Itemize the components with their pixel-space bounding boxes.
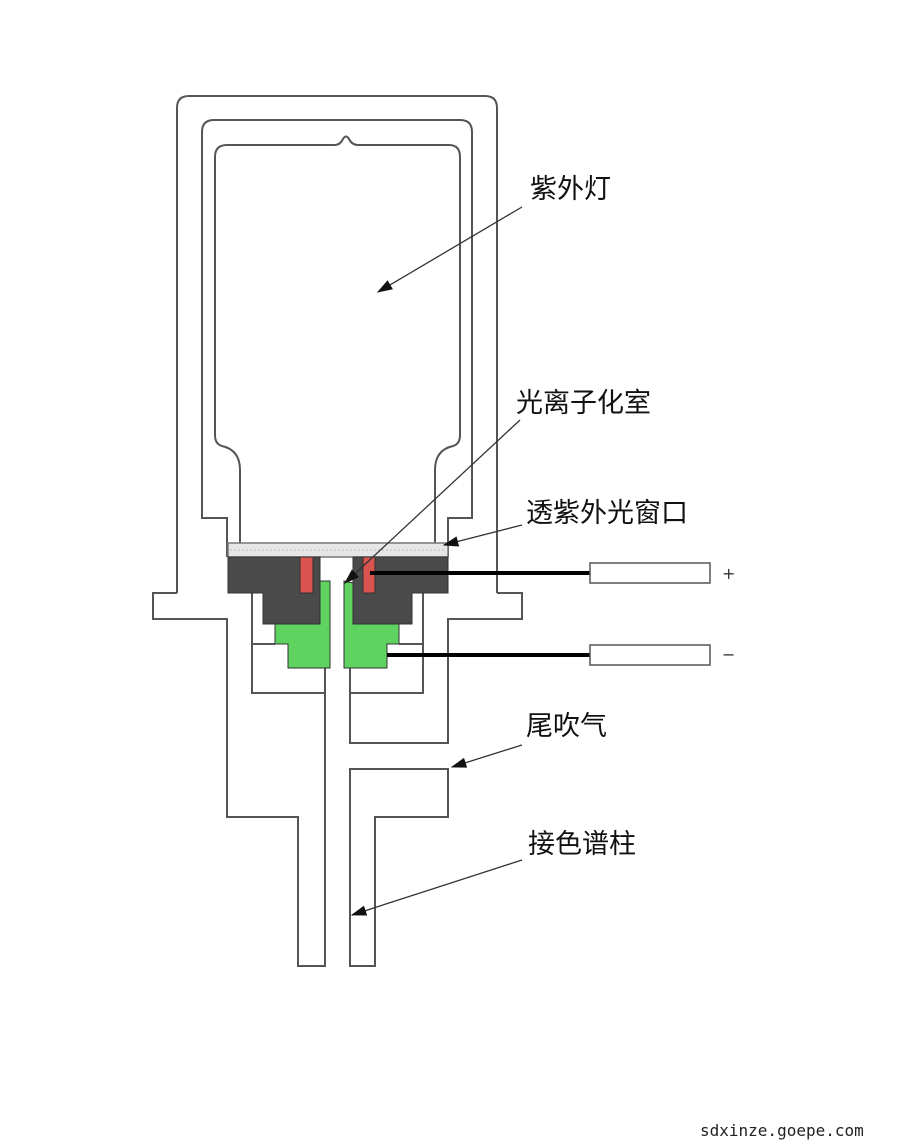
positive-sign: +: [722, 564, 735, 583]
label-uv-lamp: 紫外灯: [530, 174, 611, 205]
flange: [152, 592, 326, 967]
label-uv-window: 透紫外光窗口: [526, 498, 688, 529]
pointer-column-connection: [350, 859, 523, 916]
electrode-block-left: [227, 556, 321, 625]
green-insulator-left: [274, 580, 331, 669]
label-makeup-gas: 尾吹气: [526, 711, 607, 742]
inner-housing: [201, 119, 473, 557]
red-electrode-left: [299, 556, 314, 594]
green-insulator-right: [343, 580, 400, 669]
right-pocket: [350, 643, 424, 694]
label-column-connection: 接色谱柱: [528, 829, 636, 860]
label-ionization-chamber: 光离子化室: [516, 388, 651, 419]
left-pocket: [251, 643, 325, 694]
outer-housing: [176, 95, 498, 593]
column-inlet: [349, 768, 449, 967]
negative-terminal: [589, 644, 711, 666]
positive-terminal: [589, 562, 711, 584]
flange-right: [349, 592, 523, 744]
watermark: sdxinze.goepe.com: [700, 1121, 864, 1140]
pointer-makeup-gas: [450, 744, 523, 768]
uv-lamp-bulb: [214, 135, 461, 543]
pointer-ionization-chamber: [344, 419, 521, 584]
pointer-uv-lamp: [376, 206, 523, 293]
negative-sign: −: [722, 645, 735, 664]
pointer-uv-window: [442, 524, 523, 547]
